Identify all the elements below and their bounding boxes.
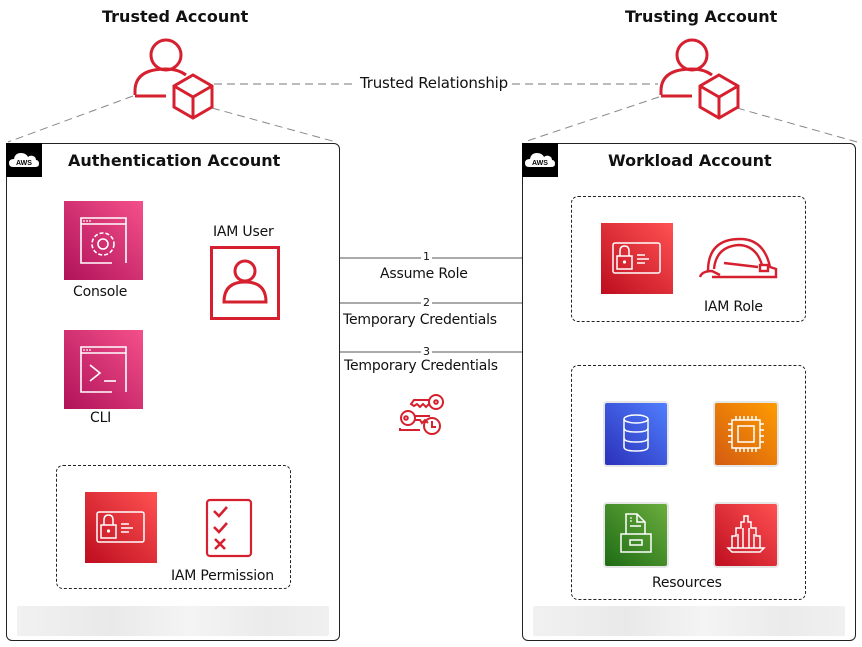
iam-permission-group: IAM Permission — [56, 465, 291, 589]
flow-3-step: 3 — [421, 345, 432, 358]
flow-3-label: Temporary Credentials — [344, 358, 498, 374]
cli-icon — [64, 330, 143, 409]
trusted-account-title: Trusted Account — [102, 7, 249, 26]
iam-identity-icon — [601, 223, 673, 294]
temporary-credentials-keys-icon — [396, 390, 448, 436]
perspective-line — [7, 95, 134, 143]
flow-1-step: 1 — [421, 250, 432, 263]
compute-resource-icon[interactable] — [713, 401, 779, 467]
perspective-line — [736, 107, 858, 143]
storage-resource-icon[interactable] — [603, 502, 669, 568]
aws-cloud-icon: AWS — [6, 143, 42, 177]
iam-role-helmet-icon — [698, 233, 780, 283]
iam-permission-checklist-icon — [205, 498, 253, 558]
iam-identity-icon — [85, 492, 157, 563]
trusting-account-icon — [656, 33, 746, 123]
iam-user-label: IAM User — [213, 224, 274, 240]
trusted-account-icon — [130, 33, 220, 123]
iam-role-label: IAM Role — [704, 299, 763, 315]
perspective-line — [523, 96, 660, 143]
flow-2-step: 2 — [421, 296, 432, 309]
flow-2-label: Temporary Credentials — [343, 312, 497, 328]
database-resource-icon[interactable] — [603, 401, 669, 467]
analytics-resource-icon[interactable] — [713, 502, 779, 568]
authentication-account-title: Authentication Account — [68, 151, 281, 170]
aws-badge-text: AWS — [532, 160, 548, 167]
redacted-text — [17, 606, 329, 636]
authentication-account-panel: AWS Authentication Account — [6, 143, 340, 641]
workload-account-panel: AWS Workload Account — [522, 143, 856, 641]
resources-label: Resources — [652, 575, 722, 591]
console-label: Console — [73, 284, 128, 300]
cli-label: CLI — [90, 410, 112, 426]
flow-1-label: Assume Role — [380, 266, 468, 282]
aws-cloud-icon: AWS — [522, 143, 558, 177]
resources-group[interactable]: Resources — [571, 365, 806, 600]
iam-role-group[interactable]: IAM Role — [571, 196, 806, 322]
iam-permission-label: IAM Permission — [171, 568, 274, 584]
iam-user-icon[interactable] — [210, 246, 280, 320]
workload-account-title: Workload Account — [608, 151, 772, 170]
trusting-account-title: Trusting Account — [625, 7, 778, 26]
perspective-line — [211, 107, 337, 143]
trusted-relationship-label: Trusted Relationship — [360, 74, 508, 92]
redacted-text — [533, 606, 845, 636]
aws-badge-text: AWS — [16, 160, 32, 167]
console-icon — [64, 201, 143, 280]
